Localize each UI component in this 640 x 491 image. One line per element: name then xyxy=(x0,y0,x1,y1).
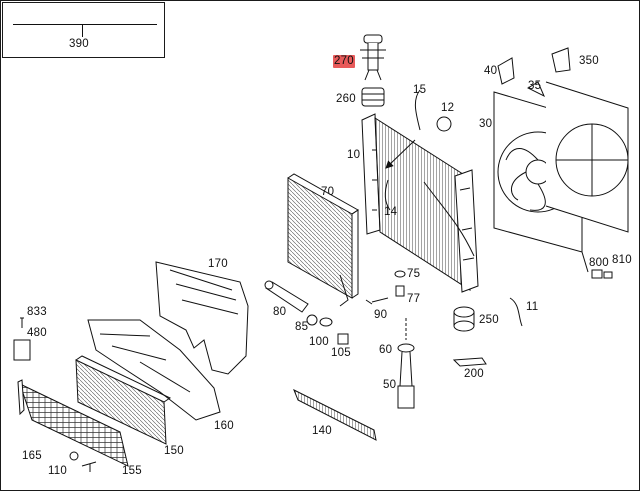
callout-75: 75 xyxy=(407,268,421,280)
connector xyxy=(591,269,603,279)
callout-810: 810 xyxy=(612,254,632,266)
radiator-cap xyxy=(360,34,386,81)
callout-100: 100 xyxy=(309,336,329,348)
callout-14: 14 xyxy=(384,206,398,218)
bracket-350 xyxy=(551,47,571,73)
receiver-dryer xyxy=(264,280,309,313)
callout-480: 480 xyxy=(27,327,47,339)
bracket-200 xyxy=(452,357,487,367)
clip-35 xyxy=(526,81,545,98)
callout-77: 77 xyxy=(407,293,421,305)
callout-11: 11 xyxy=(526,301,539,313)
plug xyxy=(436,116,452,132)
radiator xyxy=(361,113,479,293)
callout-350: 350 xyxy=(579,55,599,67)
seal-100 xyxy=(319,317,333,327)
callout-160: 160 xyxy=(214,420,234,432)
wire xyxy=(581,251,589,273)
hose-11 xyxy=(509,297,523,327)
callout-110: 110 xyxy=(48,465,67,477)
callout-80: 80 xyxy=(273,306,287,318)
reference-box: 390 xyxy=(2,2,165,58)
reference-tick xyxy=(82,24,83,37)
callout-155: 155 xyxy=(122,465,142,477)
callout-50: 50 xyxy=(383,379,397,391)
bolt-110 xyxy=(81,461,97,472)
callout-90: 90 xyxy=(374,309,388,321)
callout-40: 40 xyxy=(484,65,498,77)
reference-bar xyxy=(13,24,157,25)
callout-35: 35 xyxy=(528,80,542,92)
bracket-40 xyxy=(497,57,515,85)
o-ring-85 xyxy=(306,314,318,326)
bolt-833 xyxy=(20,317,24,328)
callout-200: 200 xyxy=(464,368,484,380)
callout-150: 150 xyxy=(164,445,184,457)
sensor xyxy=(397,343,415,409)
callout-250: 250 xyxy=(479,314,499,326)
callout-140: 140 xyxy=(312,425,332,437)
air-guide xyxy=(87,319,221,421)
charge-air-cooler xyxy=(75,355,172,445)
cap-250 xyxy=(453,306,475,332)
callout-30: 30 xyxy=(479,118,493,130)
callout-165: 165 xyxy=(22,450,42,462)
callout-70: 70 xyxy=(321,186,335,198)
hose xyxy=(414,89,421,131)
callout-260: 260 xyxy=(336,93,356,105)
seal-ring xyxy=(394,270,406,278)
condenser xyxy=(287,173,359,307)
clip-165 xyxy=(69,451,79,461)
callout-60: 60 xyxy=(379,344,393,356)
callout-105: 105 xyxy=(331,347,351,359)
clip xyxy=(384,179,391,211)
drain-plug xyxy=(395,285,405,297)
bolt-90 xyxy=(365,297,389,305)
pointer-arrow xyxy=(385,139,416,169)
fan-cover xyxy=(545,81,629,233)
callout-12: 12 xyxy=(441,102,455,114)
callout-85: 85 xyxy=(295,321,309,333)
pointer-line xyxy=(423,181,475,257)
bracket-480 xyxy=(13,339,31,361)
air-duct xyxy=(155,261,249,375)
screw-105 xyxy=(337,333,349,345)
callout-833: 833 xyxy=(27,306,47,318)
callout-170: 170 xyxy=(208,258,228,270)
callout-270: 270 xyxy=(333,55,355,68)
reference-number: 390 xyxy=(69,38,89,50)
callout-15: 15 xyxy=(413,84,427,96)
splitter-140 xyxy=(293,388,377,441)
grille xyxy=(17,379,129,467)
callout-800: 800 xyxy=(589,257,609,269)
callout-10: 10 xyxy=(347,149,361,161)
expansion-cap xyxy=(361,87,385,107)
